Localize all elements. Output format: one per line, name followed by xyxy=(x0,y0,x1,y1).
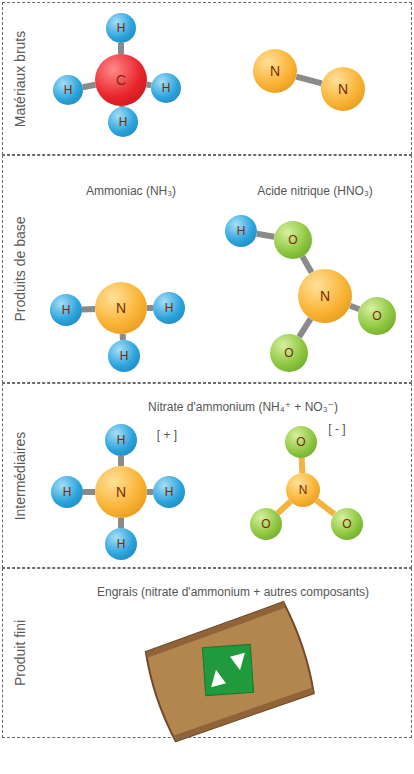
atom-symbol: N xyxy=(270,64,280,78)
caption-wrap: Ammoniac (NH₃) xyxy=(86,181,176,199)
atom-sphere: N xyxy=(321,67,365,111)
atom-symbol: N xyxy=(320,289,330,303)
caption-wrap: Acide nitrique (HNO₃) xyxy=(257,181,373,199)
stage-band: IntermédiairesHHNHHONOONitrate d'ammoniu… xyxy=(2,383,412,568)
atom-symbol: N xyxy=(338,82,348,96)
atom-sphere: H xyxy=(108,107,138,137)
atom-symbol: H xyxy=(165,302,174,314)
atom-symbol: O xyxy=(342,518,351,530)
atom-symbol: N xyxy=(116,301,126,315)
atom-symbol: H xyxy=(117,538,126,550)
chemical-bond xyxy=(302,256,311,272)
atom-symbol: H xyxy=(117,434,126,446)
atom-sphere: O xyxy=(358,297,396,335)
atom-sphere: H xyxy=(105,528,137,560)
atom-sphere: H xyxy=(153,292,185,324)
atom-sphere: O xyxy=(270,334,308,372)
stage-band: Produits de baseN H H H H O N O O Ammoniac (NH₃) A… xyxy=(2,155,412,383)
chemical-bond xyxy=(83,489,95,495)
stage-label-wrap: Intermédiaires xyxy=(11,431,29,520)
atom-symbol: H xyxy=(162,82,171,94)
molecule-caption: Nitrate d'ammonium (NH₄⁺ + NO₃⁻) xyxy=(148,400,338,414)
chemical-bond xyxy=(118,518,124,528)
atom-symbol: O xyxy=(284,347,293,359)
atom-symbol: H xyxy=(63,486,72,498)
fertilizer-bag xyxy=(141,600,318,743)
chemical-bond xyxy=(82,306,95,312)
chemical-bond xyxy=(118,456,124,466)
stage-label-wrap: Produit fini xyxy=(11,620,29,686)
atom-symbol: H xyxy=(64,84,73,96)
atom-symbol: N xyxy=(299,484,308,496)
atom-symbol: H xyxy=(237,225,246,237)
chemical-bond xyxy=(278,502,291,514)
atom-symbol: O xyxy=(261,518,270,530)
atom-symbol: H xyxy=(165,486,174,498)
atom-sphere: H xyxy=(105,424,137,456)
atom-symbol: N xyxy=(116,485,126,499)
caption-wrap: Nitrate d'ammonium (NH₄⁺ + NO₃⁻) xyxy=(148,397,338,415)
caption-wrap: [ + ] xyxy=(157,425,177,443)
chemical-bond xyxy=(83,85,96,87)
atom-sphere: O xyxy=(274,221,312,259)
chemical-bond xyxy=(257,234,275,237)
stage-label: Intermédiaires xyxy=(12,431,28,520)
atom-sphere: N xyxy=(286,473,320,507)
atom-sphere: N xyxy=(298,269,352,323)
atom-sphere: C xyxy=(95,54,147,106)
stage-label: Produits de base xyxy=(12,216,28,321)
atom-sphere: H xyxy=(51,476,83,508)
stage-band: Produit fini Engrais (nitrate d'ammonium … xyxy=(2,568,412,738)
atom-sphere: H xyxy=(153,476,185,508)
molecule-caption: Ammoniac (NH₃) xyxy=(86,184,176,198)
molecule-caption: [ - ] xyxy=(328,422,345,436)
chemical-bond xyxy=(316,500,334,514)
atom-sphere: H xyxy=(50,294,82,326)
atom-symbol: H xyxy=(62,304,71,316)
stage-label-wrap: Matériaux bruts xyxy=(11,30,29,126)
atom-symbol: O xyxy=(288,234,297,246)
atom-symbol: O xyxy=(296,436,305,448)
atom-sphere: H xyxy=(225,215,257,247)
caption-wrap: Engrais (nitrate d'ammonium + autres com… xyxy=(97,582,369,600)
molecule-caption: Engrais (nitrate d'ammonium + autres com… xyxy=(97,585,369,599)
chemical-bond xyxy=(350,306,359,309)
atom-sphere: N xyxy=(95,466,147,518)
atom-sphere: H xyxy=(53,75,83,105)
atom-sphere: N xyxy=(253,49,297,93)
atom-sphere: O xyxy=(285,426,317,458)
atom-sphere: H xyxy=(106,13,136,43)
molecule-caption: [ + ] xyxy=(157,428,177,442)
atom-symbol: H xyxy=(120,350,129,362)
atom-symbol: H xyxy=(119,116,128,128)
stage-label-wrap: Produits de base xyxy=(11,216,29,321)
atom-sphere: H xyxy=(108,340,140,372)
atom-sphere: N xyxy=(95,282,147,334)
chemical-bond xyxy=(299,458,306,473)
chemical-bond xyxy=(118,43,124,54)
stage-band: Matériaux bruts C H H H H N N xyxy=(2,2,412,155)
atom-symbol: C xyxy=(116,73,126,87)
molecule-caption: Acide nitrique (HNO₃) xyxy=(257,184,373,198)
chemical-bond xyxy=(299,319,310,337)
atom-symbol: O xyxy=(372,310,381,322)
chemical-bond xyxy=(296,77,321,84)
atom-sphere: O xyxy=(331,508,363,540)
stage-label: Produit fini xyxy=(12,620,28,686)
atom-sphere: H xyxy=(151,73,181,103)
atom-sphere: O xyxy=(250,508,282,540)
caption-wrap: [ - ] xyxy=(328,419,345,437)
stage-label: Matériaux bruts xyxy=(12,30,28,126)
atom-symbol: H xyxy=(117,22,126,34)
